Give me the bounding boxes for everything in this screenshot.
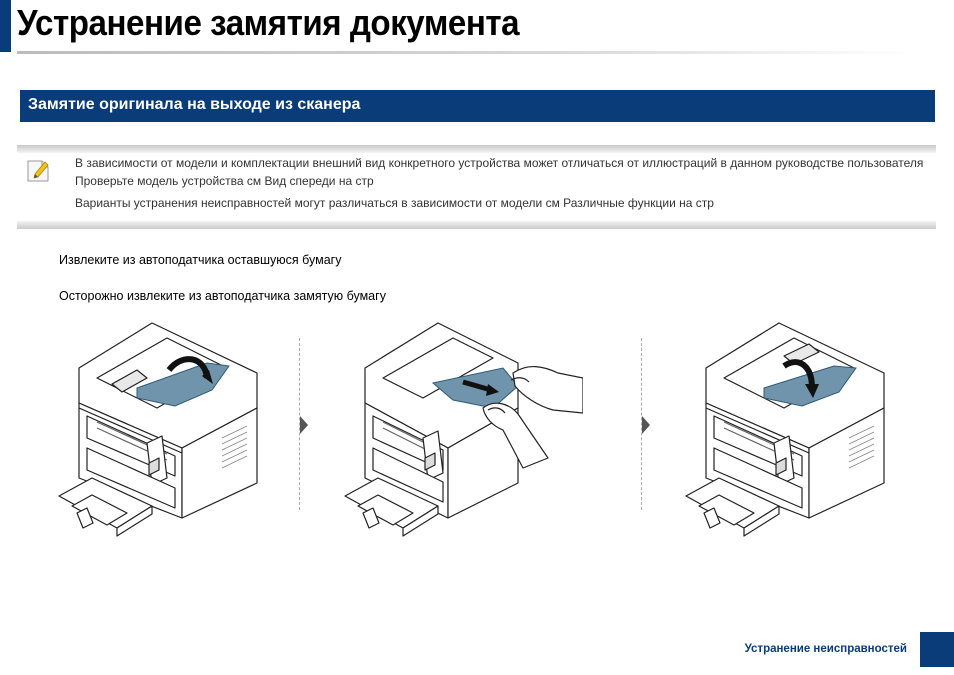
printer-pull-jammed-paper-illustration — [344, 322, 583, 537]
note-text-model: В зависимости от модели и комплектации в… — [75, 156, 924, 188]
page-title: Устранение замятия документа — [17, 2, 520, 43]
step-remove-remaining-paper: Извлеките из автоподатчика оставшуюся бу… — [59, 253, 342, 267]
step-divider — [299, 338, 300, 510]
section-header-label: Замятие оригинала на выходе из сканера — [28, 96, 361, 113]
next-step-arrow-icon — [642, 416, 650, 434]
title-divider — [17, 51, 917, 54]
footer-chapter-label: Устранение неисправностей — [744, 643, 907, 655]
note-text-variants: Варианты устранения неисправностей могут… — [75, 196, 714, 210]
title-accent-bar — [0, 0, 11, 52]
step-remove-jammed-paper: Осторожно извлеките из автоподатчика зам… — [59, 289, 386, 303]
note-box: В зависимости от модели и комплектации в… — [17, 145, 936, 229]
step-divider — [641, 338, 642, 510]
section-header: Замятие оригинала на выходе из сканера — [20, 90, 935, 122]
printer-close-adf-cover-illustration — [685, 322, 885, 537]
note-bottom-rule — [17, 221, 936, 229]
note-top-rule — [17, 145, 936, 153]
footer-page-tab — [920, 632, 954, 667]
printer-lift-adf-cover-illustration — [58, 322, 258, 537]
next-step-arrow-icon — [300, 416, 308, 434]
note-pencil-icon — [27, 160, 49, 182]
